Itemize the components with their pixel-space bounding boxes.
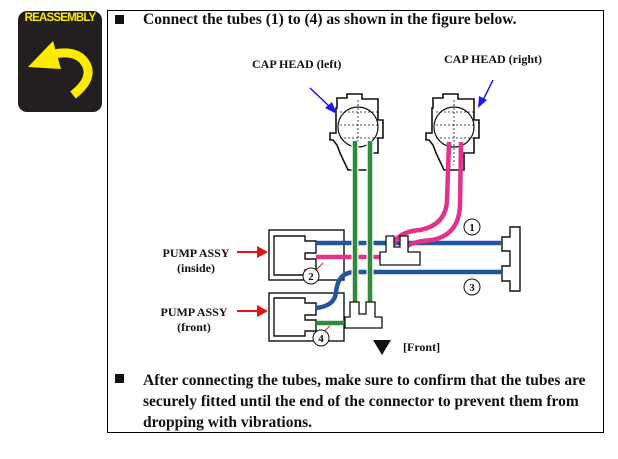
tube-number-3: 3	[463, 278, 481, 296]
t-joint-green	[344, 301, 383, 329]
t-joint-pink	[379, 235, 421, 266]
cap-left-arrow-icon	[309, 87, 331, 108]
pump-inside-label-2: (inside)	[177, 261, 215, 275]
cap-right-arrow-icon	[482, 79, 494, 101]
tube-3-branch	[315, 269, 366, 311]
pink-tube-right-a	[389, 141, 452, 251]
reassembly-label: REASSEMBLY	[24, 12, 97, 24]
cap-head-right	[425, 93, 480, 171]
return-arrow-icon	[28, 41, 93, 99]
tube-number-4: 4	[312, 329, 330, 347]
instruction-text-1: Connect the tubes (1) to (4) as shown in…	[143, 11, 517, 28]
bullet-icon	[115, 15, 124, 24]
bullet-icon	[115, 374, 124, 383]
reassembly-badge: REASSEMBLY	[18, 11, 102, 112]
front-triangle-icon	[373, 340, 391, 355]
tube-number-2: 2	[302, 267, 320, 285]
right-connector	[501, 226, 521, 292]
svg-text:3: 3	[469, 282, 475, 294]
svg-text:2: 2	[308, 271, 314, 283]
tube-number-1: 1	[463, 218, 481, 236]
front-label: [Front]	[403, 340, 440, 354]
cap-head-right-label: CAP HEAD (right)	[444, 52, 542, 66]
instruction-frame	[107, 10, 604, 433]
instruction-text-2: After connecting the tubes, make sure to…	[143, 372, 586, 431]
cap-head-left-label: CAP HEAD (left)	[252, 57, 341, 71]
pump-inside-label-1: PUMP ASSY	[162, 246, 229, 260]
pump-front-label-2: (front)	[177, 320, 211, 334]
pump-front-label-1: PUMP ASSY	[160, 305, 227, 319]
svg-text:4: 4	[318, 333, 324, 345]
svg-text:1: 1	[469, 222, 475, 234]
